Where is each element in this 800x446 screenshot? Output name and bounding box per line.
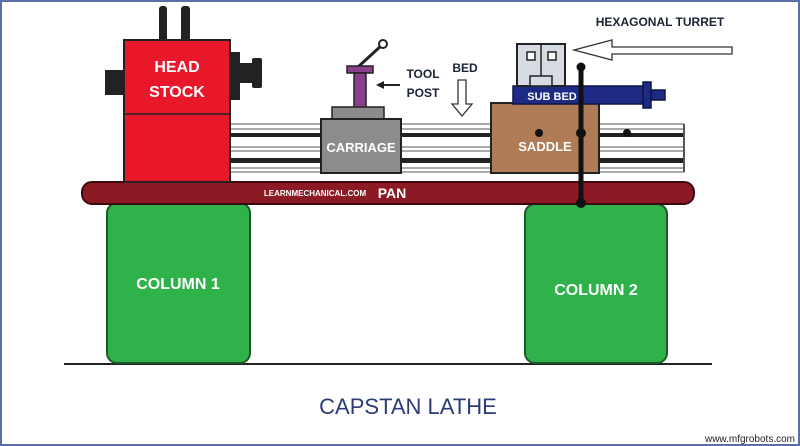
head-stock-right-hub (230, 52, 240, 100)
bed-pointer (450, 79, 474, 118)
saddle-bolt-2 (623, 129, 631, 137)
head-stock-left-knob (105, 70, 127, 95)
sub-bed-handle (650, 89, 666, 101)
sub-bed-label: SUB BED (527, 91, 577, 103)
tool-post (353, 72, 367, 109)
bed-label: BED (452, 61, 478, 75)
capstan-rod-joint (576, 128, 586, 138)
turret-slot-2 (547, 51, 557, 61)
pan-label: PAN (378, 185, 407, 201)
bed-rail-mid (229, 146, 685, 152)
turret-pointer (571, 39, 733, 61)
head-stock-label-line1: HEAD (154, 59, 199, 76)
bed-rail-bottom (229, 167, 685, 173)
saddle-bolt-1 (535, 129, 543, 137)
pan (81, 181, 695, 205)
tool-post-handle-knob (378, 39, 388, 49)
head-stock-spindle (240, 63, 252, 83)
carriage (320, 118, 402, 174)
tool-post-handle (356, 43, 384, 69)
hexagonal-turret-label: HEXAGONAL TURRET (596, 15, 725, 29)
column-2-label: COLUMN 2 (554, 282, 638, 299)
bed-rail-top (229, 123, 685, 130)
head-stock-lever-2 (181, 6, 190, 42)
capstan-rod-bottom (576, 198, 586, 208)
column-1-label: COLUMN 1 (136, 276, 220, 293)
head-stock-label-line2: STOCK (149, 84, 205, 101)
bed-rail-shaft-1 (230, 133, 684, 137)
turret-slot-1 (526, 51, 536, 61)
head-stock-chuck (252, 58, 262, 88)
sub-bed-end (642, 81, 652, 109)
tool-post-label-line1: TOOL (406, 67, 439, 81)
saddle-label: SADDLE (518, 139, 572, 154)
tool-post-cap (346, 65, 374, 74)
watermark: www.mfgrobots.com (704, 434, 795, 445)
tool-post-label-line2: POST (407, 86, 440, 100)
bed-rail-shaft-2 (230, 158, 684, 163)
head-stock (123, 39, 231, 183)
head-stock-lever-1 (159, 6, 167, 42)
diagram-title: CAPSTAN LATHE (319, 394, 497, 419)
tool-post-base (331, 106, 385, 120)
tool-post-pointer-head (376, 81, 384, 89)
carriage-label: CARRIAGE (326, 140, 396, 155)
pan-brand-label: LEARNMECHANICAL.COM (264, 189, 367, 198)
turret-base (529, 75, 553, 87)
capstan-rod-top (576, 62, 586, 72)
